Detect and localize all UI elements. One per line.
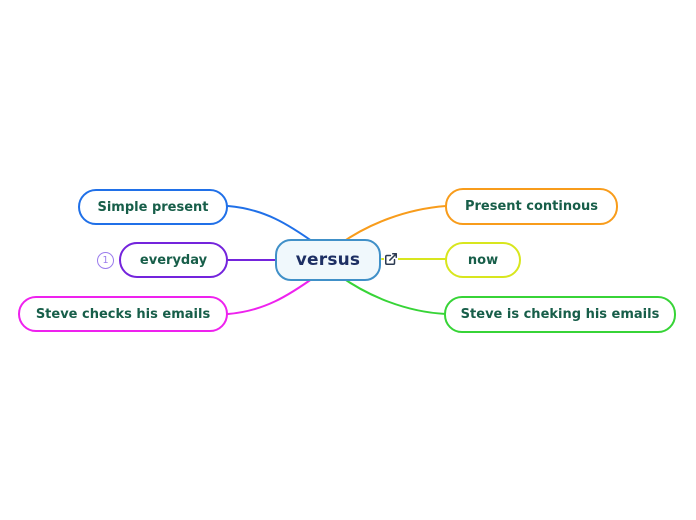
edge-steve-cheking (339, 275, 447, 315)
external-link-icon[interactable] (384, 252, 398, 266)
badge-value: 1 (102, 255, 109, 266)
node-steve-checks-his-emails[interactable]: Steve checks his emails (18, 296, 228, 332)
node-simple-present[interactable]: Simple present (78, 189, 228, 225)
external-link-icon-glyph (384, 252, 398, 266)
node-label: Steve checks his emails (35, 306, 211, 322)
everyday-count-badge[interactable]: 1 (97, 252, 114, 269)
node-label: Present continous (464, 199, 599, 214)
node-now[interactable]: now (445, 242, 521, 278)
edge-steve-checks (227, 275, 317, 315)
node-label: Simple present (97, 199, 209, 215)
node-present-continous[interactable]: Present continous (445, 188, 618, 225)
node-everyday[interactable]: everyday (119, 242, 228, 278)
root-label: versus (295, 250, 361, 270)
node-label: everyday (139, 252, 208, 268)
node-label: now (467, 252, 499, 268)
node-versus-root[interactable]: versus (275, 239, 381, 281)
node-label: Steve is cheking his emails (460, 307, 660, 322)
node-steve-is-cheking-his-emails[interactable]: Steve is cheking his emails (444, 296, 676, 333)
